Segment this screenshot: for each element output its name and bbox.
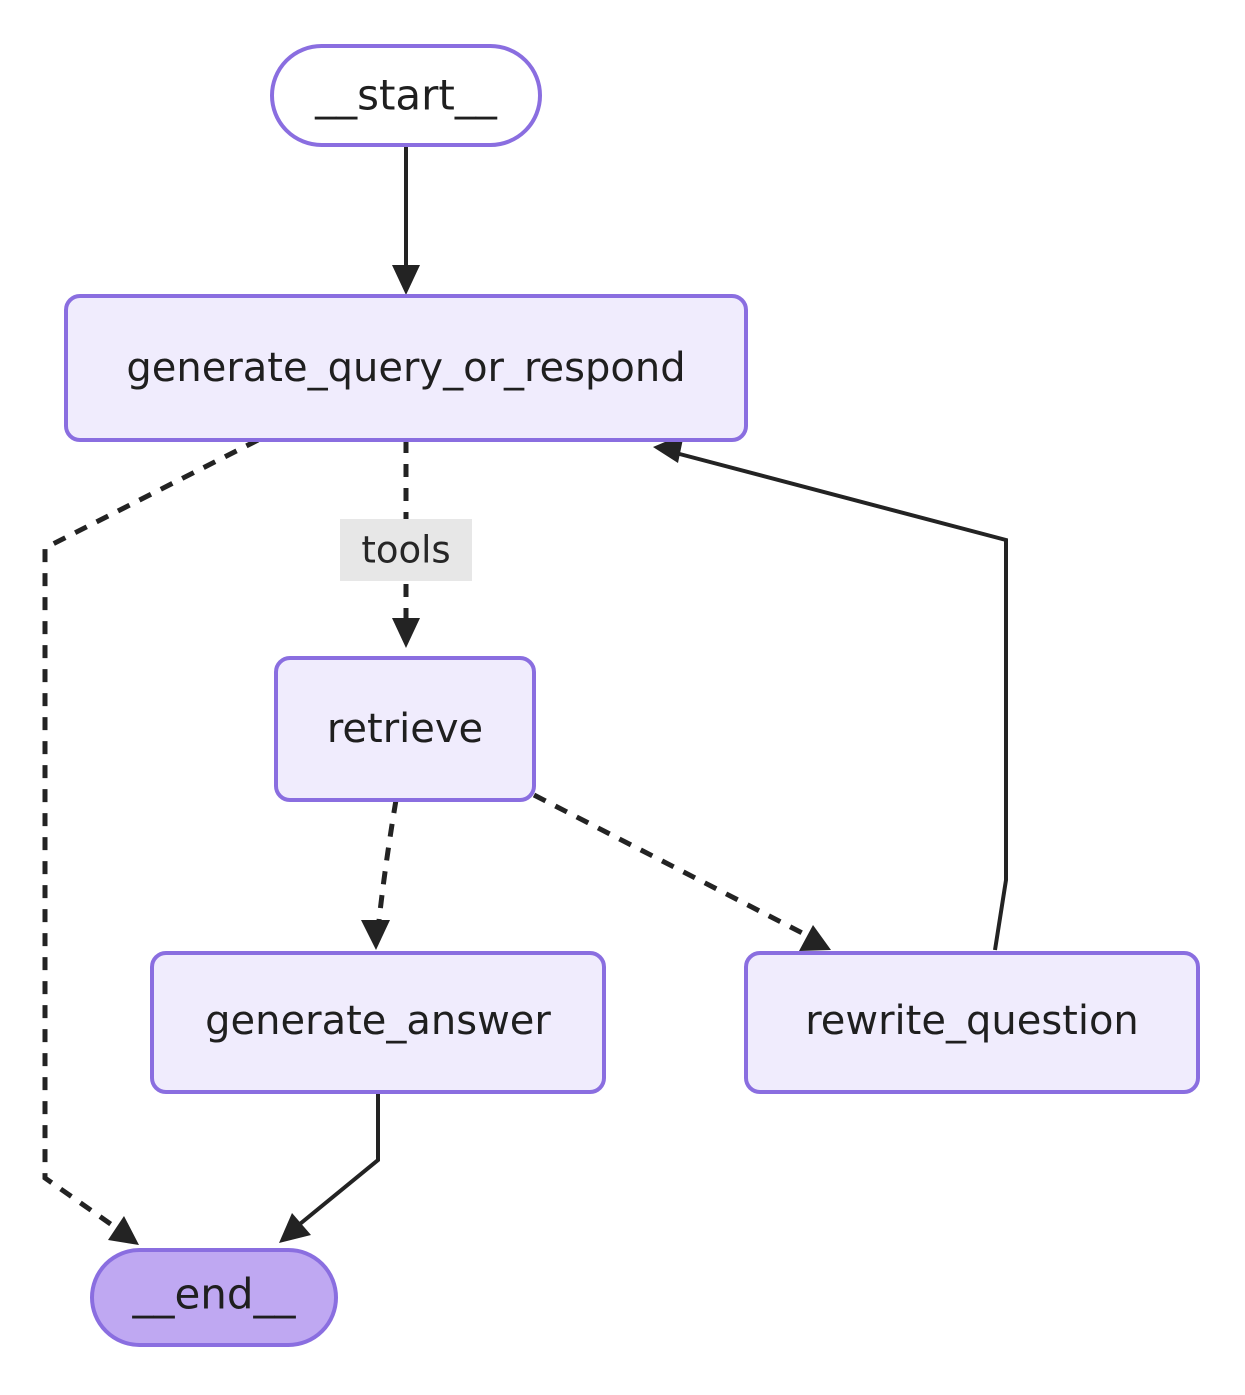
node-generate-query-or-respond-label: generate_query_or_respond: [126, 345, 685, 391]
node-generate-query-or-respond[interactable]: generate_query_or_respond: [64, 294, 748, 442]
arrowhead-icon: [361, 920, 390, 950]
edge-label-tools: tools: [340, 519, 472, 581]
node-generate-answer[interactable]: generate_answer: [150, 951, 606, 1094]
edge-generate-answer-to-end: [279, 1092, 380, 1243]
arrowhead-icon: [799, 925, 831, 951]
node-start[interactable]: __start__: [270, 44, 542, 147]
node-retrieve[interactable]: retrieve: [274, 656, 536, 802]
node-end-shape[interactable]: [90, 1248, 338, 1347]
node-generate-query-or-respond-shape[interactable]: [64, 294, 748, 442]
node-generate-answer-label: generate_answer: [205, 998, 551, 1044]
node-rewrite-question-label: rewrite_question: [805, 998, 1139, 1044]
node-retrieve-label: retrieve: [327, 706, 483, 752]
edge-label-background: [340, 519, 472, 581]
edge-rewrite-question-to-generate-query-or-respond: [653, 434, 1008, 951]
edge-label-tools-text: tools: [361, 529, 450, 572]
edge-retrieve-to-rewrite-question: [532, 792, 831, 951]
arrowhead-icon: [392, 618, 420, 648]
node-end[interactable]: __end__: [90, 1248, 338, 1347]
node-retrieve-shape[interactable]: [274, 656, 536, 802]
arrowhead-icon: [279, 1213, 311, 1243]
node-start-shape[interactable]: [270, 44, 542, 147]
edge-generate-query-or-respond-to-end: [42, 437, 260, 1245]
arrowhead-icon: [392, 265, 420, 295]
node-start-label: __start__: [314, 71, 498, 120]
node-rewrite-question-shape[interactable]: [744, 951, 1200, 1094]
edge-generate-query-or-respond-to-retrieve: [392, 440, 420, 648]
node-rewrite-question[interactable]: rewrite_question: [744, 951, 1200, 1094]
node-generate-answer-shape[interactable]: [150, 951, 606, 1094]
node-end-label: __end__: [131, 1270, 296, 1319]
edge-retrieve-to-generate-answer: [361, 799, 399, 950]
arrowhead-icon: [108, 1216, 139, 1245]
edge-start-to-generate-query-or-respond: [392, 145, 420, 295]
